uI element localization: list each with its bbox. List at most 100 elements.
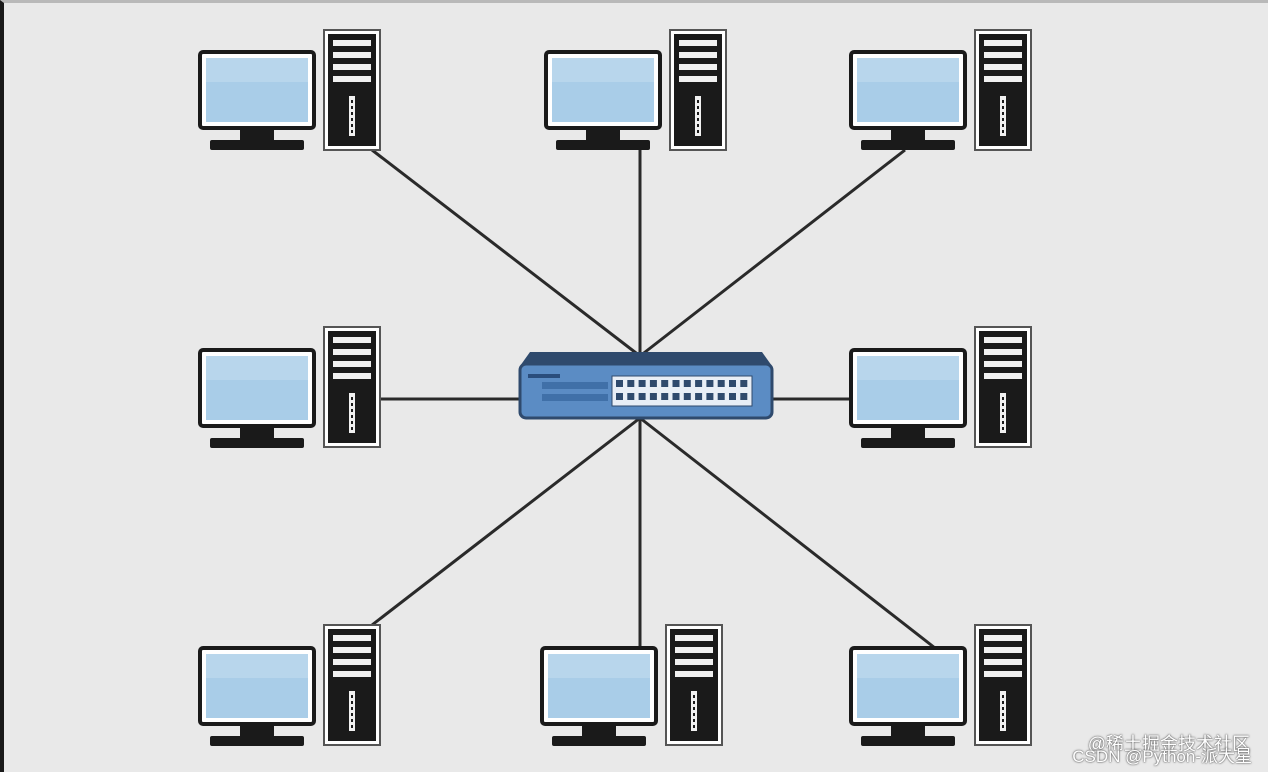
monitor-neck [582,724,616,736]
monitor-base [552,736,646,746]
switch-label [528,374,560,378]
drive-bay [679,76,717,82]
drive-bay [333,671,371,677]
switch-port [661,380,669,387]
switch-port [729,393,736,400]
switch-port [729,380,736,387]
monitor-icon [544,50,662,150]
drive-bay [984,647,1022,653]
drive-bay [984,52,1022,58]
tower-slot [349,393,355,433]
pc-middle-right [849,326,1032,448]
drive-bay [984,671,1022,677]
switch-port [649,380,657,387]
drive-bay [679,64,717,70]
tower-icon [669,29,727,151]
drive-bay [333,647,371,653]
pc-top-right [849,29,1032,151]
drive-bay [984,64,1022,70]
monitor-icon [849,646,967,746]
drive-bay [333,52,371,58]
tower-slot [695,96,701,136]
tower-slot [349,96,355,136]
drive-bay [984,40,1022,46]
monitor-neck [240,426,274,438]
switch-port [706,393,714,400]
network-switch [518,352,774,420]
tower-icon [665,624,723,746]
tower-icon [974,29,1032,151]
drive-bay [333,349,371,355]
switch-port [649,393,657,400]
drive-bay [333,337,371,343]
monitor-neck [240,724,274,736]
switch-port [683,380,691,387]
monitor-neck [891,128,925,140]
monitor-icon [198,348,316,448]
tower-slot [1000,691,1006,731]
watermark-csdn: CSDN @Python-派大星 [1072,747,1252,766]
monitor-neck [891,426,925,438]
pc-bottom-right [849,624,1032,746]
monitor-base [210,140,304,150]
drive-bay [675,635,713,641]
switch-port [616,393,623,400]
switch-port [672,380,680,387]
monitor-icon [198,50,316,150]
monitor-icon [198,646,316,746]
switch-port [638,380,646,387]
switch-led-bar [542,382,608,389]
tower-slot [349,691,355,731]
switch-port [695,380,703,387]
drive-bay [333,76,371,82]
switch-port [616,380,623,387]
watermark-juejin: @稀土掘金技术社区 [1087,734,1250,754]
computers [198,29,1032,746]
monitor-base [861,736,955,746]
switch-port [706,380,714,387]
pc-top-left-cable [371,148,641,358]
monitor-base [861,140,955,150]
drive-bay [984,349,1022,355]
switch-port [717,393,725,400]
drive-bay [333,635,371,641]
pc-middle-left [198,326,381,448]
drive-bay [333,373,371,379]
tower-icon [974,326,1032,448]
tower-slot [1000,96,1006,136]
switch-port [740,393,748,400]
drive-bay [333,361,371,367]
switch-port [695,393,703,400]
monitor-neck [240,128,274,140]
drive-bay [333,659,371,665]
drive-bay [679,40,717,46]
drive-bay [679,52,717,58]
pc-bottom-right-cable [639,416,936,650]
cables [371,148,936,650]
monitor-base [556,140,650,150]
pc-bottom-left [198,624,381,746]
switch-port [740,380,748,387]
drive-bay [675,671,713,677]
tower-icon [323,624,381,746]
pc-bottom-center [540,624,723,746]
monitor-base [210,736,304,746]
drive-bay [984,76,1022,82]
tower-slot [1000,393,1006,433]
pc-bottom-left-cable [371,416,641,627]
switch-led-bar [542,394,608,401]
drive-bay [333,64,371,70]
tower-icon [974,624,1032,746]
drive-bay [333,40,371,46]
tower-slot [691,691,697,731]
monitor-icon [540,646,658,746]
switch-port [683,393,691,400]
pc-top-right-cable [639,148,906,358]
tower-icon [323,29,381,151]
switch-port [661,393,669,400]
monitor-neck [891,724,925,736]
monitor-icon [849,348,967,448]
drive-bay [675,647,713,653]
